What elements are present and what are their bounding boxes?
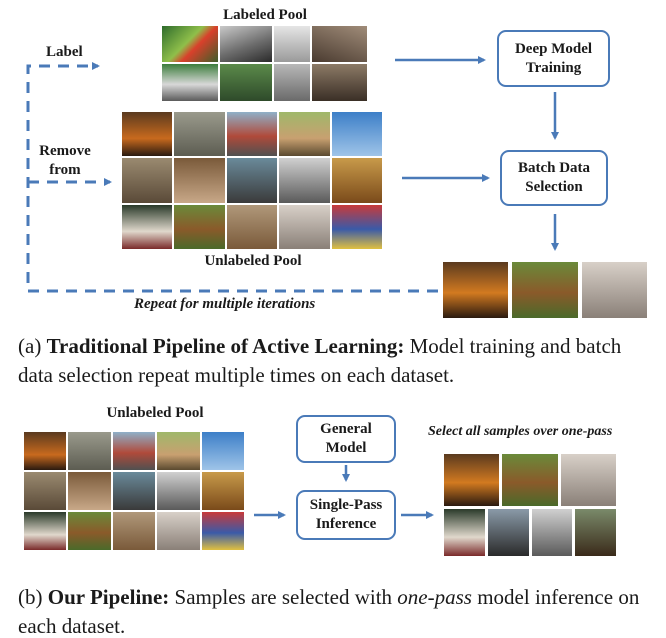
general-model-line1: General [320,421,372,438]
single-pass-line1: Single-Pass [309,497,383,514]
building-photo [226,204,278,249]
caption-b: (b) Our Pipeline: Samples are selected w… [18,583,654,638]
cat-photo [312,26,367,62]
building-photo [112,512,156,550]
street-photo [157,472,200,510]
unlabeled-pool-title-a: Unlabeled Pool [204,253,302,269]
caption-a-prefix: (a) [18,334,47,358]
bus-photo [226,112,278,157]
living-room-photo [331,158,382,203]
label-edge-text: Label [46,44,83,60]
remove-edge-text-line2: from [49,162,81,178]
dogs-photo [220,26,272,62]
selected-fluffy-cat-photo [560,454,616,506]
caption-b-bold: Our Pipeline: [47,585,170,609]
bus-photo [112,432,156,470]
restaurant-photo [174,158,225,203]
deep-model-line2: Training [525,59,582,76]
caption-a-rest: Model training and batch data selection … [18,334,622,387]
dog-toy-photo [274,64,310,101]
elephant-photo [174,112,225,157]
unlabeled-pool-image-a [122,112,382,249]
bear-photo [174,204,225,249]
kitten-photo [274,26,310,62]
fluffy-cat-photo [279,204,330,249]
batch-line2: Selection [525,179,583,195]
caption-b-italic: one-pass [397,585,472,609]
selected-cake-photo [444,509,485,556]
caption-a: (a) Traditional Pipeline of Active Learn… [18,332,654,390]
cat-basket-photo [279,112,330,157]
motorcyclist-photo [112,472,156,510]
selected-bear-photo [502,454,558,506]
living-room-photo [201,472,244,510]
race-car-photo [162,64,218,101]
motorcyclist-photo [226,158,278,203]
bear-photo [68,512,111,550]
caption-b-mid: Samples are selected with [169,585,398,609]
selected-samples-b [444,454,616,556]
deep-model-line1: Deep Model [514,40,593,57]
crowd-photo [201,512,244,550]
selected-street-photo [531,509,573,556]
selected-rider-photo [575,509,616,556]
labeled-pool-image [162,26,367,101]
repeat-note: Repeat for multiple iterations [134,296,316,312]
caption-b-prefix: (b) [18,585,48,609]
unlabeled-pool-image-b [24,432,244,550]
zoo-photo [122,158,173,203]
kite-photo [201,432,244,470]
kite-photo [331,112,382,157]
general-model-line2: Model [325,440,367,456]
batch-line1: Batch Data [517,160,591,177]
fluffy-cat-photo [157,512,200,550]
cat-basket-photo [157,432,200,470]
bear-cat-photo [312,64,367,101]
selected-horse-rider-photo [444,454,500,506]
zoo-photo [24,472,67,510]
restaurant-photo [68,472,111,510]
selected-motorcycle-photo [487,509,529,556]
caption-a-bold: Traditional Pipeline of Active Learning: [46,334,405,358]
labeled-pool-title: Labeled Pool [223,7,307,23]
selected-horse-rider-photo [443,262,509,318]
caption-b-rest: model inference on each dataset. [18,585,640,638]
unlabeled-pool-title-b: Unlabeled Pool [106,405,204,421]
street-photo [279,158,330,203]
wine-cake-photo [122,204,173,249]
selected-samples-a [443,262,647,318]
elephant-photo [68,432,111,470]
selected-fluffy-cat-photo [581,262,647,318]
horse-rider-photo [122,112,173,157]
selected-bear-photo [512,262,578,318]
remove-edge-text-line1: Remove [39,143,91,159]
wine-cake-photo [24,512,67,550]
tennis-player-photo [220,64,272,101]
select-note: Select all samples over one-pass [428,424,613,439]
parrot-photo [162,26,218,62]
single-pass-line2: Inference [315,516,377,532]
repeat-loop-dashed-line [26,62,438,293]
crowd-photo [331,204,382,249]
horse-rider-photo [24,432,67,470]
